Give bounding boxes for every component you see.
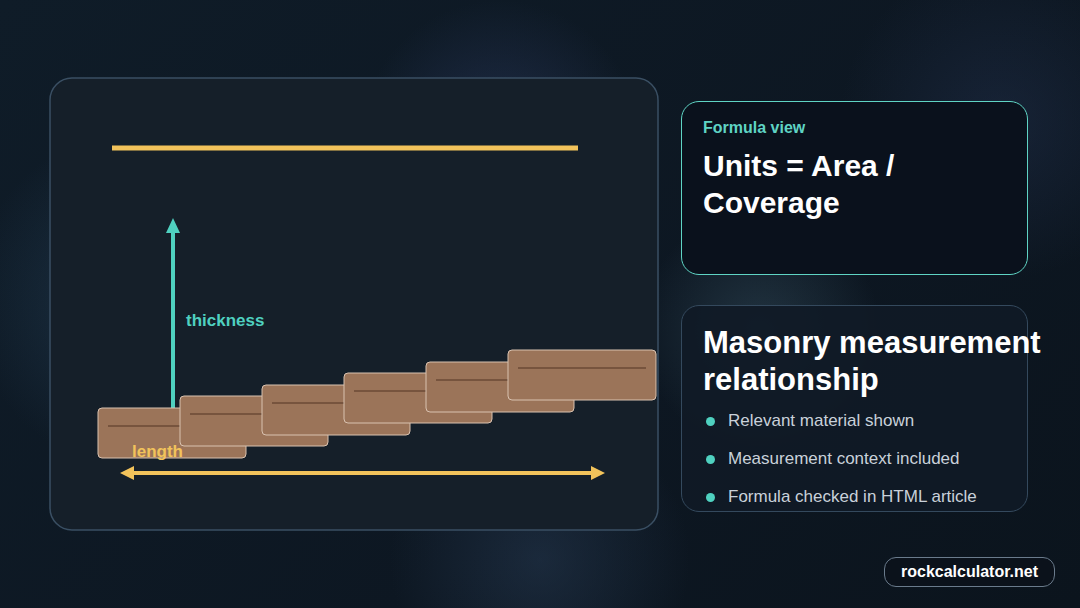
bullet-row: Relevant material shown [703, 402, 1027, 440]
length-arrow [120, 466, 605, 480]
top-line [112, 146, 578, 151]
bullet-row: Measurement context included [703, 440, 1027, 478]
dimension-label: thickness [186, 311, 264, 331]
card-heading: rockcalculator.net [901, 563, 1038, 581]
bullet-dot [706, 493, 715, 502]
thickness-arrow [166, 218, 180, 428]
bullet-row: Formula checked in HTML article [703, 478, 1027, 516]
bullet-dot [706, 417, 715, 426]
card-heading: Masonry measurement relationship [703, 324, 1043, 398]
illustration-panel [50, 78, 658, 530]
site-badge: rockcalculator.net [884, 557, 1055, 587]
info-card: Masonry measurement relationshipRelevant… [681, 305, 1028, 512]
bullet-text: Formula checked in HTML article [728, 487, 977, 507]
bullet-text: Measurement context included [728, 449, 960, 469]
formula-card: Formula viewUnits = Area / Coverage [681, 101, 1028, 275]
brick-stack [98, 350, 656, 458]
formula-text: Units = Area / Coverage [703, 147, 1007, 221]
bullet-text: Relevant material shown [728, 411, 914, 431]
card-heading: Formula view [703, 118, 1007, 138]
dimension-label: length [132, 442, 183, 462]
bullet-dot [706, 455, 715, 464]
